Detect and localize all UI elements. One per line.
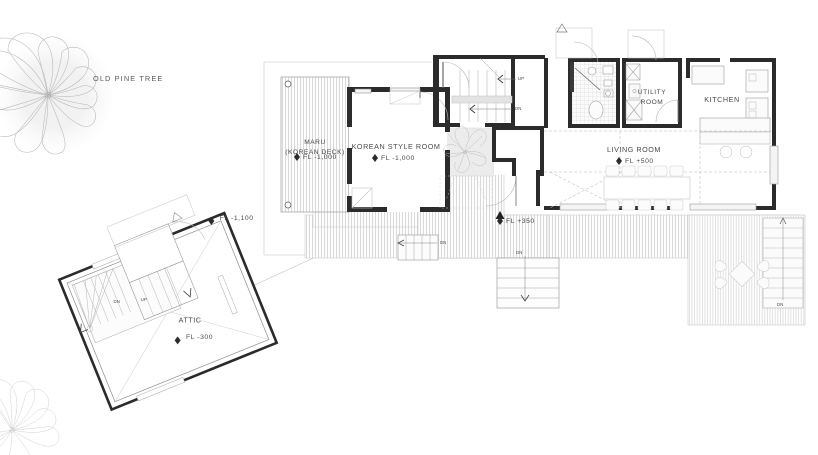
room-level-living: FL +500: [625, 158, 654, 165]
deck-step-dn-label: DN: [440, 240, 447, 245]
old-pine-tree: [0, 32, 113, 155]
garden-steps: DN: [496, 250, 560, 309]
room-living: LIVING ROOM FL +500: [544, 128, 779, 211]
room-level-attic: FL -300: [186, 334, 213, 341]
room-label-maru: MARU: [304, 139, 326, 146]
level-marker-icon: [372, 154, 378, 162]
dining-table: [603, 176, 691, 200]
room-label-attic: ATTIC: [179, 316, 202, 325]
attic-stair: DN UP FL -1,100: [72, 194, 254, 334]
outdoor-furniture: [714, 260, 770, 289]
skylight-marker-icon: [172, 212, 183, 223]
deck-step: DN: [397, 234, 447, 261]
dining-chairs: [605, 165, 684, 211]
tree-dashed-guides: [439, 151, 493, 209]
east-deck-step-dn-label: DN: [777, 302, 784, 307]
room-label-utility: UTILITY: [638, 89, 666, 96]
skylight-marker-icon: [556, 23, 568, 33]
level-marker-icon: [616, 157, 622, 165]
level-marker-icon: [294, 153, 300, 161]
room-utility: UTILITY ROOM: [622, 29, 682, 128]
exterior-walls: [433, 55, 548, 128]
entry-vestibule: FL +350: [485, 126, 544, 225]
attic-stair-up-label: UP: [141, 297, 147, 302]
room-bathroom: [555, 23, 620, 128]
room-maru: MARU (KOREAN DECK) FL -1,000: [280, 76, 350, 213]
garden-step-dn-label: DN: [516, 250, 523, 255]
level-marker-icon: [497, 217, 503, 225]
room-kitchen: KITCHEN: [686, 58, 776, 159]
column-marker-icon: [284, 80, 292, 88]
entry-level-label: FL +350: [506, 218, 535, 225]
room-label-utility-sub: ROOM: [641, 99, 664, 106]
old-pine-tree-label: OLD PINE TREE: [93, 74, 163, 83]
column-marker-icon: [284, 201, 292, 209]
room-level-maru: FL -1,000: [303, 154, 337, 161]
room-label-maru-sub: (KOREAN DECK): [285, 149, 345, 156]
room-korean-style: KOREAN STYLE ROOM FL -1,000: [347, 87, 450, 212]
room-label-kitchen: KITCHEN: [704, 95, 739, 104]
main-stair-up-label: UP: [518, 76, 524, 81]
courtyard-tree: [443, 126, 487, 173]
room-label-korean-style: KOREAN STYLE ROOM: [352, 142, 441, 151]
secondary-tree: [0, 379, 60, 455]
east-deck-stair: DN: [762, 217, 804, 309]
attic-stair-dn-label: DN: [113, 299, 120, 304]
attic-stair-level-label: FL -1,100: [220, 215, 254, 222]
entrance-marker-icon: [495, 211, 505, 219]
main-stair-dn-label: DN: [515, 106, 522, 111]
room-level-korean-style: FL -1,000: [381, 155, 415, 162]
room-label-living: LIVING ROOM: [607, 145, 661, 154]
old-pine-tree-label-leader: OLD PINE TREE: [93, 74, 163, 83]
